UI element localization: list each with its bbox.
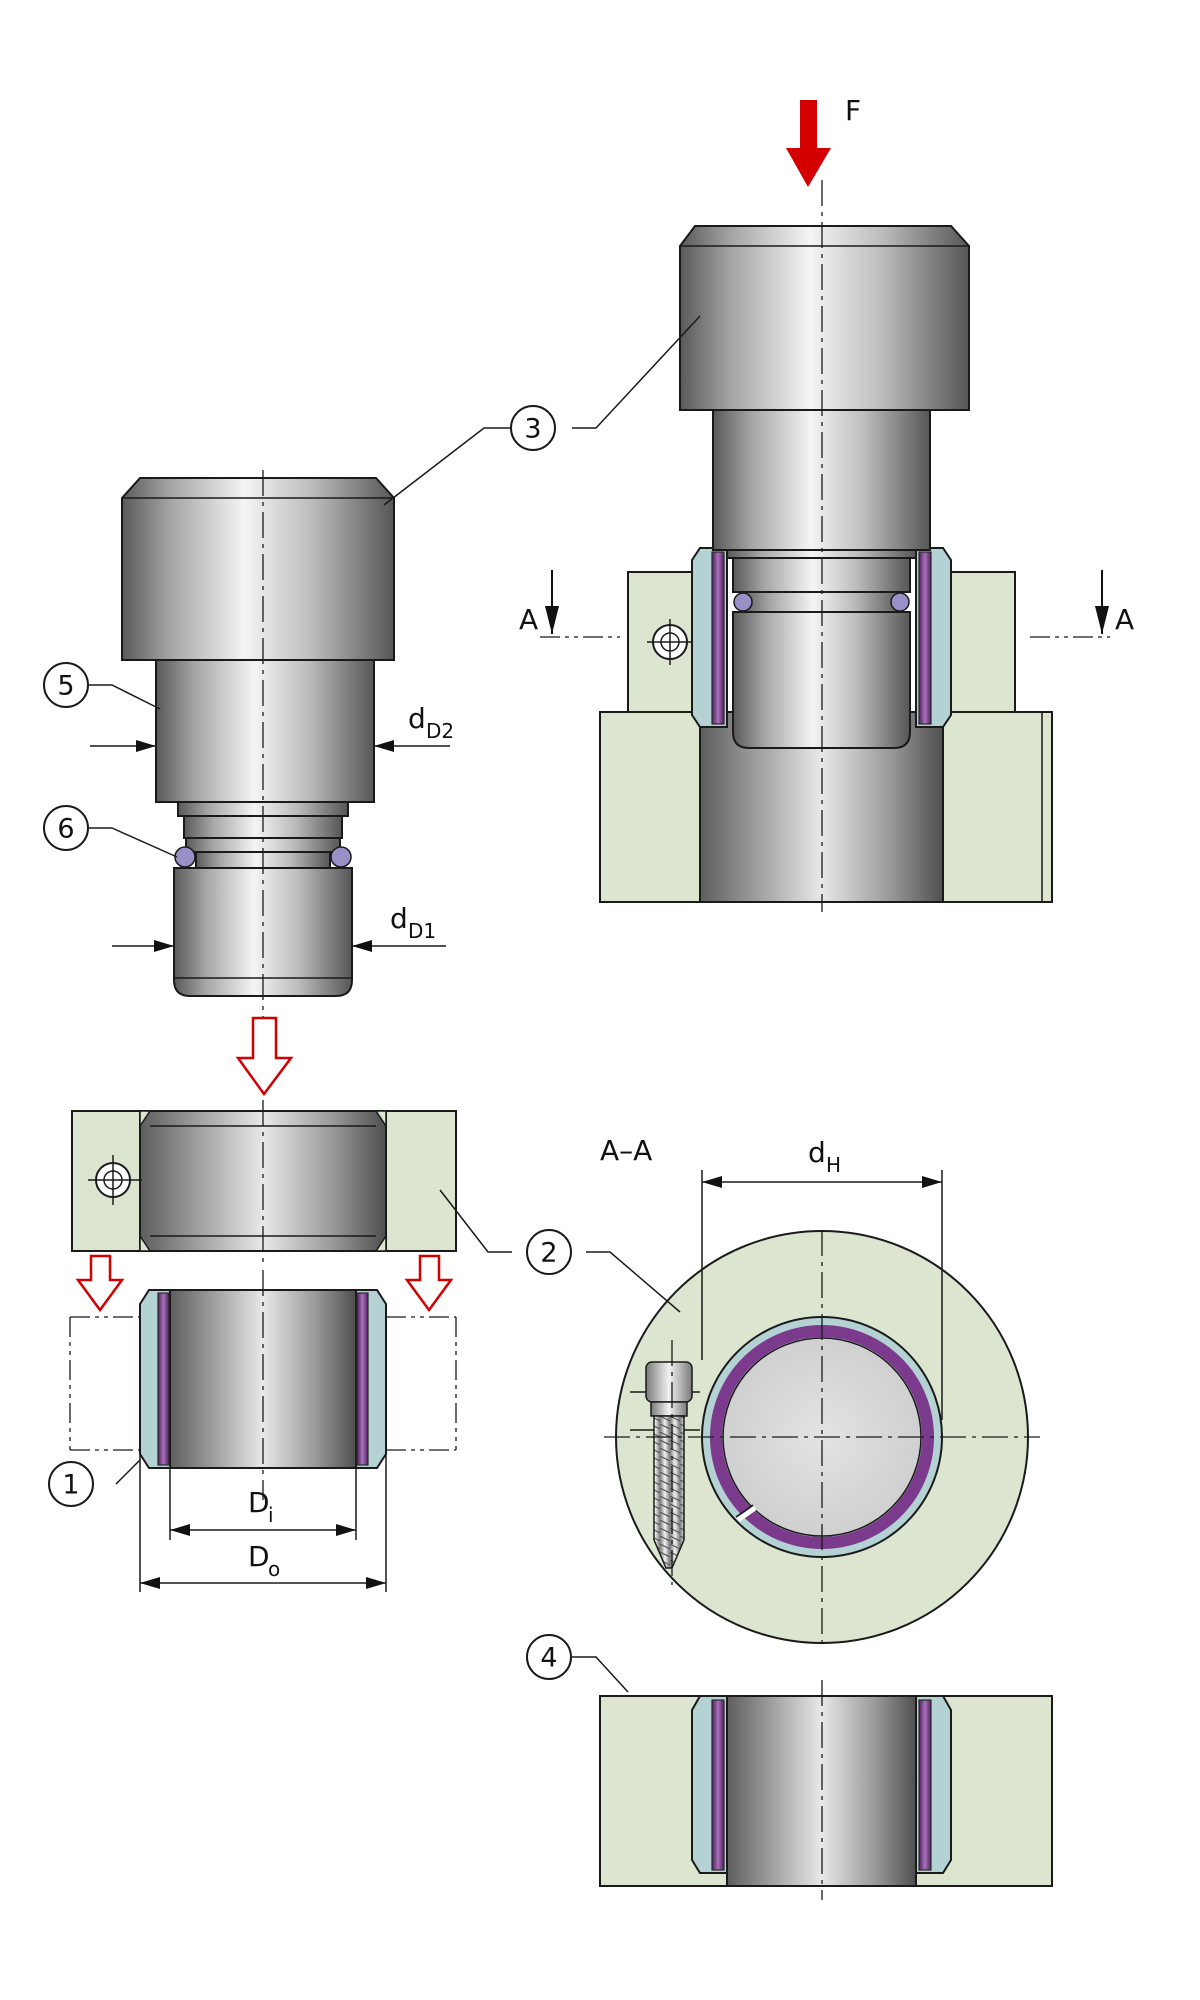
- callout-leaders: [88, 315, 701, 1693]
- hollow-down-arrow-icon: [75, 1254, 125, 1313]
- dD2-label: d: [408, 702, 426, 735]
- hollow-down-arrow-icon: [235, 1016, 294, 1097]
- dim-dD1: [112, 940, 446, 952]
- dim-dD2: [90, 740, 450, 752]
- Di-subscript: i: [268, 1503, 274, 1527]
- callout-2: 2: [526, 1229, 572, 1275]
- callout-5: 5: [43, 662, 89, 708]
- section-marker-left: A: [519, 603, 538, 636]
- callout-4: 4: [526, 1634, 572, 1680]
- section-a-a-view: A–A d H: [600, 1134, 1040, 1650]
- callout-1-number: 1: [62, 1470, 79, 1501]
- installed-bushing-view: [599, 1680, 1053, 1900]
- force-label: F: [845, 94, 861, 127]
- callout-6: 6: [43, 805, 89, 851]
- callout-1: 1: [48, 1461, 94, 1507]
- callout-2-number: 2: [540, 1238, 557, 1269]
- o-ring-icon: [733, 592, 753, 612]
- callout-4-number: 4: [540, 1643, 557, 1674]
- socket-head-screw-icon: [645, 1361, 693, 1569]
- hollow-down-arrow-icon: [404, 1254, 454, 1313]
- o-ring-icon: [330, 846, 352, 868]
- section-title: A–A: [600, 1134, 652, 1167]
- dD2-subscript: D2: [426, 719, 454, 743]
- pressing-assembly-view: F: [519, 94, 1134, 912]
- bushing-detail: D i D o: [69, 1270, 457, 1592]
- Do-subscript: o: [268, 1557, 280, 1581]
- Di-label: D: [248, 1486, 270, 1519]
- o-ring-icon: [890, 592, 910, 612]
- dH-label: d: [808, 1136, 826, 1169]
- callout-6-number: 6: [57, 814, 74, 845]
- Do-label: D: [248, 1540, 270, 1573]
- dim-Di: [169, 1468, 357, 1540]
- mounting-ring-right: [627, 571, 1016, 713]
- o-ring-icon: [174, 846, 196, 868]
- dD1-label: d: [390, 902, 408, 935]
- callout-3: 3: [510, 405, 556, 451]
- section-cut-line: [540, 570, 1110, 638]
- pressing-tool-detail: d D2 d D1: [90, 470, 454, 1020]
- dim-dH: [701, 1170, 943, 1420]
- down-arrow-icon: [786, 100, 831, 187]
- callout-5-number: 5: [57, 671, 74, 702]
- dH-subscript: H: [826, 1153, 841, 1177]
- dD1-subscript: D1: [408, 919, 436, 943]
- mounting-ring-detail: [71, 1100, 457, 1262]
- section-marker-right: A: [1115, 603, 1134, 636]
- callout-3-number: 3: [524, 414, 541, 445]
- dim-Do: [139, 1454, 387, 1592]
- bushing-in-press: [691, 547, 952, 728]
